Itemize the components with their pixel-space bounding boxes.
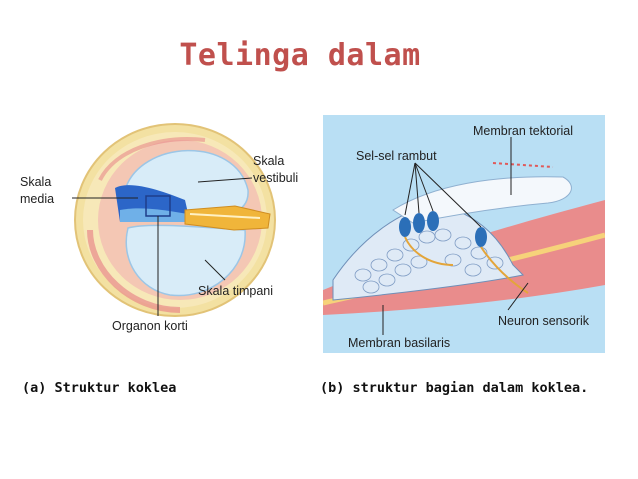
slide-title: Telinga dalam: [0, 38, 600, 73]
label-skala-vestibuli-2: vestibuli: [253, 171, 298, 185]
label-skala-media-2: media: [20, 192, 54, 206]
caption-figure-a: (a) Struktur koklea: [22, 380, 176, 396]
label-skala-timpani: Skala timpani: [198, 284, 273, 298]
label-membran-basilaris: Membran basilaris: [348, 336, 450, 350]
label-sel-sel-rambut: Sel-sel rambut: [356, 149, 437, 163]
label-organon-korti: Organon korti: [112, 319, 188, 333]
label-skala-media-1: Skala: [20, 175, 51, 189]
label-neuron-sensorik: Neuron sensorik: [498, 314, 590, 328]
inner-cochlea-figure: Membran tektorial Sel-sel rambut Neuron …: [323, 115, 605, 353]
label-membran-tektorial: Membran tektorial: [473, 124, 573, 138]
cochlea-structure-figure: Skala media Skala vestibuli Skala timpan…: [20, 110, 310, 350]
label-skala-vestibuli-1: Skala: [253, 154, 284, 168]
caption-figure-b: (b) struktur bagian dalam koklea.: [320, 380, 588, 396]
